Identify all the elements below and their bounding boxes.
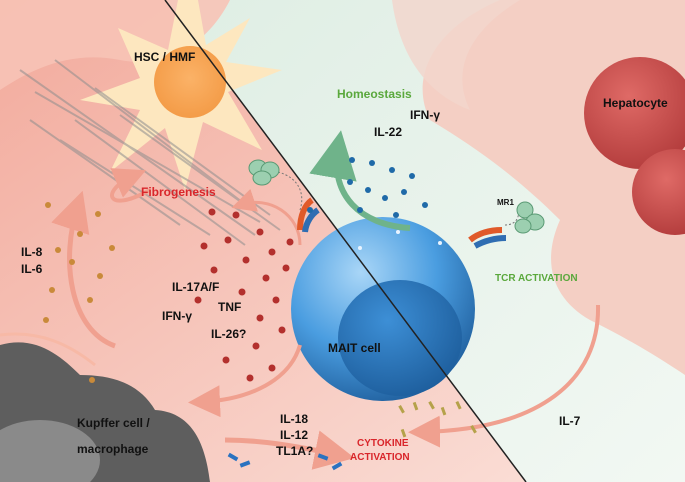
- mr1-right: [514, 201, 545, 234]
- il12-label: IL-12: [280, 428, 308, 442]
- ifn-gamma-top-label: IFN-γ: [410, 108, 440, 122]
- kupffer-to-mait-arrow: [224, 430, 355, 470]
- ifn-gamma-left-label: IFN-γ: [162, 309, 192, 323]
- mr1-label: MR1: [497, 198, 514, 207]
- mait-to-kupffer-arrow: [188, 344, 302, 418]
- il8-il6-arrow: [51, 190, 116, 349]
- hepatocyte-membrane: [392, 0, 520, 110]
- fibrogenesis-label: Fibrogenesis: [141, 185, 216, 199]
- blue-cytokines: [307, 157, 428, 218]
- collagen-fibres: [19, 59, 281, 246]
- cytokine-activation-line1: CYTOKINE: [357, 438, 409, 449]
- fibrogenesis-loop-arrow: [110, 168, 151, 203]
- hsc-label: HSC / HMF: [134, 50, 195, 64]
- hepatocyte-nucleus-2: [632, 149, 685, 235]
- hepatocyte-nucleus: [584, 57, 685, 169]
- olive-cytokines: [398, 400, 477, 438]
- homeostasis-arrow: [309, 130, 411, 231]
- il22-label: IL-22: [374, 125, 402, 139]
- mait-to-hsc-arrow: [231, 188, 302, 246]
- tcr-activation-label: TCR ACTIVATION: [495, 273, 578, 284]
- il8-label: IL-8: [21, 245, 43, 259]
- il6-label: IL-6: [21, 262, 43, 276]
- il7-arrow: [408, 304, 601, 448]
- il17af-label: IL-17A/F: [172, 280, 219, 294]
- kupffer-label-line1: Kupffer cell /: [77, 416, 150, 430]
- mr1-left-connector: [277, 171, 303, 211]
- tnf-label: TNF: [218, 300, 241, 314]
- orange-cytokines: [43, 202, 115, 383]
- light-dots: [358, 230, 442, 250]
- hepatocyte-label: Hepatocyte: [603, 96, 668, 110]
- il7-label: IL-7: [559, 414, 581, 428]
- arrows: [51, 130, 601, 470]
- kupffer-membrane: [0, 332, 96, 367]
- mr1-left: [248, 159, 280, 186]
- red-cytokines: [194, 208, 294, 382]
- tl1a-label: TL1A?: [276, 444, 313, 458]
- kupffer-label-line2: macrophage: [77, 442, 149, 456]
- upper-left-tissue: [0, 0, 230, 90]
- tcr-left: [297, 197, 320, 233]
- tcr-right: [468, 227, 507, 249]
- kupffer-nucleus: [0, 420, 100, 482]
- il18-label: IL-18: [280, 412, 308, 426]
- il26-label: IL-26?: [211, 327, 246, 341]
- mait-cell-label: MAIT cell: [328, 341, 381, 355]
- homeostasis-label: Homeostasis: [337, 87, 412, 101]
- mait-nucleus: [338, 280, 462, 396]
- cytokine-activation-line2: ACTIVATION: [350, 452, 410, 463]
- blue-dashes: [227, 452, 343, 471]
- divider-line: [164, 0, 527, 482]
- hsc-nucleus: [154, 46, 226, 118]
